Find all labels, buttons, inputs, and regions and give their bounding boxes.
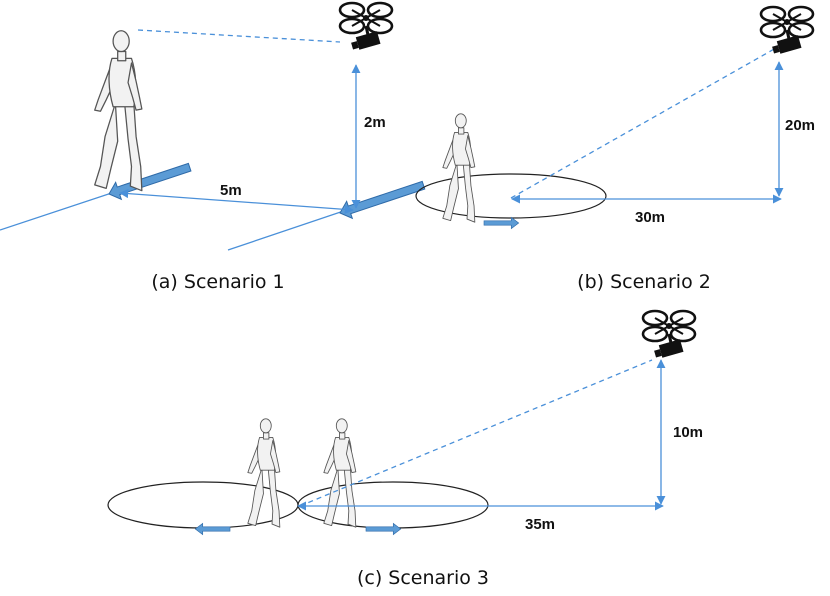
height-label: 10m	[673, 424, 703, 441]
walking-circle	[415, 173, 607, 219]
drone-icon	[641, 309, 697, 360]
caption: (b) Scenario 2	[577, 271, 711, 293]
line-of-sight	[510, 47, 777, 199]
distance-label: 30m	[635, 209, 665, 226]
scenario-2: 20m 30m (b) Scenario 2	[415, 5, 815, 293]
direction-arrow-icon	[194, 523, 231, 535]
height-label: 20m	[785, 117, 815, 134]
scenario-3: 10m 35m (c) Scenario 3	[107, 309, 703, 589]
height-label: 2m	[364, 114, 386, 131]
walking-person-icon	[247, 418, 281, 528]
caption: (a) Scenario 1	[151, 271, 284, 293]
walking-person-icon	[94, 30, 143, 192]
line-of-sight	[137, 29, 341, 43]
distance-dimension	[119, 189, 354, 214]
drone-icon	[759, 5, 815, 56]
direction-arrow-icon	[108, 162, 192, 201]
walking-circle-left	[107, 481, 299, 529]
direction-arrow-icon	[483, 217, 520, 229]
distance-label: 35m	[525, 516, 555, 533]
line-of-sight	[299, 359, 653, 507]
walking-person-icon	[442, 113, 476, 223]
walking-person-icon	[323, 418, 357, 528]
distance-label: 5m	[220, 182, 242, 199]
direction-arrow-icon	[339, 180, 426, 220]
caption: (c) Scenario 3	[357, 567, 489, 589]
scenario-1: 2m 5m (a) Scenario 1	[0, 1, 426, 293]
drone-icon	[338, 1, 394, 52]
direction-arrow-icon	[365, 523, 402, 535]
